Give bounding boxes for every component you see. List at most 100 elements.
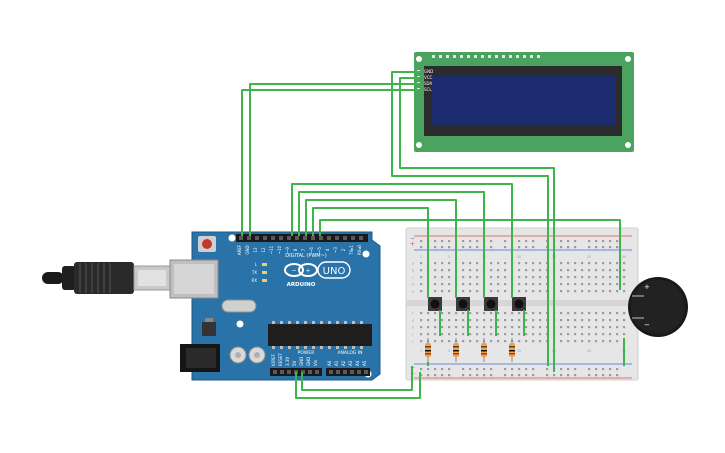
terminal-hole[interactable] bbox=[574, 333, 577, 336]
terminal-hole[interactable] bbox=[567, 333, 570, 336]
terminal-hole[interactable] bbox=[476, 276, 479, 279]
rail-hole[interactable] bbox=[469, 246, 472, 249]
terminal-hole[interactable] bbox=[476, 340, 479, 343]
rail-hole[interactable] bbox=[546, 368, 549, 371]
terminal-hole[interactable] bbox=[567, 290, 570, 293]
digital-pin-hole[interactable] bbox=[319, 236, 323, 240]
terminal-hole[interactable] bbox=[588, 326, 591, 329]
terminal-hole[interactable] bbox=[420, 319, 423, 322]
terminal-hole[interactable] bbox=[497, 333, 500, 336]
terminal-hole[interactable] bbox=[595, 312, 598, 315]
terminal-hole[interactable] bbox=[504, 290, 507, 293]
terminal-hole[interactable] bbox=[511, 319, 514, 322]
terminal-hole[interactable] bbox=[588, 269, 591, 272]
rail-hole[interactable] bbox=[476, 240, 479, 243]
rail-hole[interactable] bbox=[420, 368, 423, 371]
terminal-hole[interactable] bbox=[518, 326, 521, 329]
wire-gnd-rail[interactable] bbox=[301, 366, 413, 391]
terminal-hole[interactable] bbox=[602, 333, 605, 336]
rail-hole[interactable] bbox=[483, 368, 486, 371]
wire-pin-button-1[interactable] bbox=[291, 183, 513, 298]
terminal-hole[interactable] bbox=[476, 326, 479, 329]
rail-hole[interactable] bbox=[490, 374, 493, 377]
terminal-hole[interactable] bbox=[525, 340, 528, 343]
terminal-hole[interactable] bbox=[623, 312, 626, 315]
terminal-hole[interactable] bbox=[420, 333, 423, 336]
terminal-hole[interactable] bbox=[623, 290, 626, 293]
terminal-hole[interactable] bbox=[567, 262, 570, 265]
rail-hole[interactable] bbox=[420, 246, 423, 249]
terminal-hole[interactable] bbox=[518, 269, 521, 272]
rail-hole[interactable] bbox=[602, 240, 605, 243]
terminal-hole[interactable] bbox=[609, 276, 612, 279]
terminal-hole[interactable] bbox=[574, 269, 577, 272]
rail-hole[interactable] bbox=[448, 374, 451, 377]
terminal-hole[interactable] bbox=[602, 326, 605, 329]
terminal-hole[interactable] bbox=[434, 283, 437, 286]
terminal-hole[interactable] bbox=[595, 269, 598, 272]
terminal-hole[interactable] bbox=[560, 312, 563, 315]
rail-hole[interactable] bbox=[616, 246, 619, 249]
terminal-hole[interactable] bbox=[602, 269, 605, 272]
rail-hole[interactable] bbox=[434, 246, 437, 249]
rail-hole[interactable] bbox=[532, 246, 535, 249]
terminal-hole[interactable] bbox=[497, 283, 500, 286]
rail-hole[interactable] bbox=[476, 374, 479, 377]
terminal-hole[interactable] bbox=[602, 312, 605, 315]
terminal-hole[interactable] bbox=[560, 333, 563, 336]
terminal-hole[interactable] bbox=[602, 340, 605, 343]
terminal-hole[interactable] bbox=[511, 312, 514, 315]
terminal-hole[interactable] bbox=[504, 340, 507, 343]
rail-hole[interactable] bbox=[532, 374, 535, 377]
terminal-hole[interactable] bbox=[560, 276, 563, 279]
terminal-hole[interactable] bbox=[427, 319, 430, 322]
terminal-hole[interactable] bbox=[420, 340, 423, 343]
terminal-hole[interactable] bbox=[525, 276, 528, 279]
rail-hole[interactable] bbox=[504, 246, 507, 249]
rail-hole[interactable] bbox=[462, 368, 465, 371]
terminal-hole[interactable] bbox=[469, 262, 472, 265]
terminal-hole[interactable] bbox=[588, 312, 591, 315]
terminal-hole[interactable] bbox=[539, 333, 542, 336]
rail-hole[interactable] bbox=[567, 374, 570, 377]
terminal-hole[interactable] bbox=[462, 312, 465, 315]
terminal-hole[interactable] bbox=[497, 269, 500, 272]
terminal-hole[interactable] bbox=[483, 326, 486, 329]
terminal-hole[interactable] bbox=[462, 333, 465, 336]
terminal-hole[interactable] bbox=[525, 319, 528, 322]
terminal-hole[interactable] bbox=[441, 312, 444, 315]
terminal-hole[interactable] bbox=[434, 333, 437, 336]
terminal-hole[interactable] bbox=[448, 269, 451, 272]
terminal-hole[interactable] bbox=[581, 290, 584, 293]
rail-hole[interactable] bbox=[609, 368, 612, 371]
rail-hole[interactable] bbox=[504, 240, 507, 243]
analog-pin-hole[interactable] bbox=[329, 370, 333, 374]
rail-hole[interactable] bbox=[434, 374, 437, 377]
terminal-hole[interactable] bbox=[476, 333, 479, 336]
rail-hole[interactable] bbox=[518, 374, 521, 377]
terminal-hole[interactable] bbox=[567, 312, 570, 315]
terminal-hole[interactable] bbox=[490, 319, 493, 322]
rail-hole[interactable] bbox=[553, 374, 556, 377]
terminal-hole[interactable] bbox=[427, 333, 430, 336]
terminal-hole[interactable] bbox=[504, 276, 507, 279]
terminal-hole[interactable] bbox=[581, 326, 584, 329]
terminal-hole[interactable] bbox=[448, 333, 451, 336]
terminal-hole[interactable] bbox=[602, 290, 605, 293]
terminal-hole[interactable] bbox=[434, 319, 437, 322]
wire-pin-button-3[interactable] bbox=[305, 199, 457, 298]
analog-pin-header[interactable] bbox=[326, 368, 370, 376]
terminal-hole[interactable] bbox=[623, 283, 626, 286]
terminal-hole[interactable] bbox=[462, 276, 465, 279]
rail-hole[interactable] bbox=[616, 368, 619, 371]
rail-hole[interactable] bbox=[420, 374, 423, 377]
digital-pin-hole[interactable] bbox=[343, 236, 347, 240]
terminal-hole[interactable] bbox=[567, 283, 570, 286]
terminal-hole[interactable] bbox=[455, 312, 458, 315]
digital-pin-hole[interactable] bbox=[239, 236, 243, 240]
analog-pin-hole[interactable] bbox=[343, 370, 347, 374]
rail-hole[interactable] bbox=[490, 240, 493, 243]
terminal-hole[interactable] bbox=[560, 326, 563, 329]
rail-hole[interactable] bbox=[595, 368, 598, 371]
